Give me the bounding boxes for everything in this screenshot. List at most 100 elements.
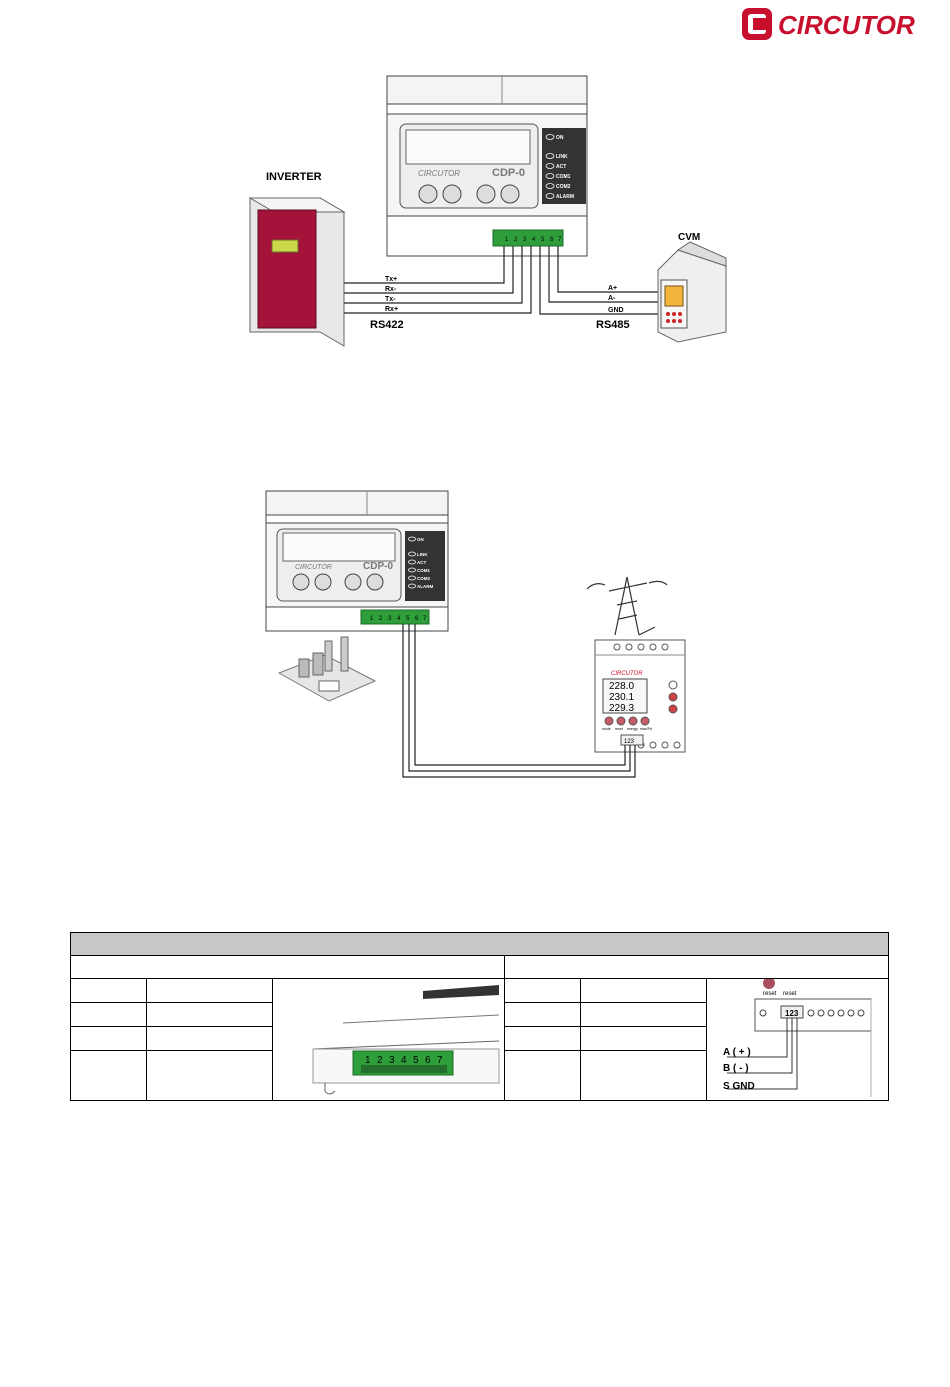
cdp0-device-2: CIRCUTOR CDP-0 ON LINK ACT COM1 COM2 ALA…: [265, 490, 449, 632]
meter-reading-2: 230.1: [609, 692, 634, 703]
led-com1: COM1: [545, 173, 571, 180]
led2-alarm: ALARM: [408, 583, 433, 589]
signal-rx-minus: Rx-: [385, 286, 397, 293]
svg-text:ALARM: ALARM: [417, 584, 433, 589]
table-row: 1 2 3 4 5 6 7 reset reset: [70, 977, 889, 1101]
led-link: LINK: [545, 153, 568, 160]
svg-text:7: 7: [423, 616, 427, 622]
svg-text:123: 123: [785, 1009, 799, 1018]
cdp0-label: CDP-0: [492, 167, 525, 179]
energy-meter: CIRCUTOR 228.0 230.1 229.3 mode reset en…: [594, 639, 686, 753]
table-subheader-row: [70, 955, 889, 979]
signal-a-plus: A+: [608, 285, 617, 292]
meter-terminals: 123: [624, 739, 635, 745]
led2-act: ACT: [408, 559, 426, 565]
table-row: [70, 1001, 889, 1027]
svg-text:energy: energy: [627, 727, 638, 731]
svg-text:2: 2: [514, 237, 518, 243]
cdp0-device: CIRCUTOR CDP-0 ON LINK ACT COM1 COM2 ALA: [386, 75, 588, 257]
signal-tx-minus: Tx-: [385, 296, 396, 303]
svg-text:COM2: COM2: [556, 184, 571, 190]
meter-reading-3: 229.3: [609, 703, 634, 714]
meter-brand: CIRCUTOR: [611, 671, 643, 677]
svg-text:5: 5: [406, 616, 410, 622]
table-cell: [70, 1049, 147, 1102]
table-cell: [504, 978, 581, 1003]
rs485-wires: [539, 246, 658, 315]
table-cell: [580, 1025, 707, 1051]
svg-text:7: 7: [558, 237, 562, 243]
svg-text:6: 6: [415, 616, 419, 622]
table-cell: [70, 1025, 147, 1051]
meter-terminal-illustration: reset reset 123 A: [723, 977, 872, 1097]
led-on: ON: [545, 134, 564, 141]
svg-text:3: 3: [389, 1055, 395, 1066]
meter-wires: [402, 624, 636, 778]
table-row: [70, 1049, 889, 1102]
cdp0-2-terminal-block: 1 2 3 4 5 6 7: [360, 609, 430, 625]
signal-rx-plus: Rx+: [385, 306, 398, 313]
led-alarm: ALARM: [545, 193, 574, 200]
svg-text:4: 4: [397, 616, 401, 622]
svg-text:ON: ON: [556, 135, 564, 141]
svg-text:1: 1: [505, 237, 509, 243]
led-act: ACT: [545, 163, 566, 170]
connector-image: 1 2 3 4 5 6 7: [272, 978, 505, 1101]
svg-text:3: 3: [388, 616, 392, 622]
meter-terminal-image: reset reset 123 A: [706, 977, 889, 1101]
inverter-label: INVERTER: [266, 171, 322, 183]
rs422-wires: [344, 246, 532, 314]
table-cell: [580, 1049, 707, 1102]
svg-text:ACT: ACT: [556, 164, 566, 170]
cdp0-brand: CIRCUTOR: [418, 169, 460, 178]
table-cell: [70, 1001, 147, 1027]
svg-text:COM2: COM2: [417, 576, 430, 581]
svg-text:max/Pd: max/Pd: [640, 727, 652, 731]
signal-gnd: GND: [608, 307, 624, 314]
table-cell: [504, 1001, 581, 1027]
svg-text:reset: reset: [783, 991, 797, 997]
svg-text:LINK: LINK: [417, 552, 428, 557]
power-tower-icon: [586, 576, 668, 636]
svg-text:5: 5: [541, 237, 545, 243]
meter-reading-1: 228.0: [609, 681, 634, 692]
svg-text:2: 2: [377, 1055, 383, 1066]
table-cell: [146, 1001, 273, 1027]
cvm-device: [657, 241, 727, 343]
table-cell: [504, 1025, 581, 1051]
cvm-label: CVM: [678, 232, 700, 243]
circutor-logo-icon: [742, 8, 772, 40]
inverter-device: [248, 197, 346, 347]
svg-text:1: 1: [365, 1055, 371, 1066]
cdp0-2-brand: CIRCUTOR: [295, 564, 332, 571]
rs422-rs485-wiring-diagram: CIRCUTOR CDP-0 ON LINK ACT COM1 COM2 ALA: [240, 70, 730, 360]
svg-text:reset: reset: [763, 991, 777, 997]
table-cell: [580, 1001, 707, 1027]
cdp0-terminal-block: 1 2 3 4 5 6 7: [492, 229, 564, 247]
meter-wiring-diagram: CIRCUTOR CDP-0 ON LINK ACT COM1 COM2 ALA…: [265, 485, 695, 785]
svg-text:ACT: ACT: [417, 560, 426, 565]
svg-text:LINK: LINK: [556, 154, 568, 160]
table-row: [70, 1025, 889, 1051]
svg-text:COM1: COM1: [417, 568, 430, 573]
connector-terminal-block-illustration: 1 2 3 4 5 6 7: [312, 985, 500, 1095]
meter-buttons: mode reset energy max/Pd: [602, 716, 652, 731]
svg-text:mode: mode: [602, 727, 611, 731]
cdp0-buttons: [418, 184, 520, 204]
svg-text:4: 4: [532, 237, 536, 243]
circutor-logo: CIRCUTOR: [740, 6, 930, 42]
led-com2: COM2: [545, 183, 571, 190]
table-cell: [146, 978, 273, 1003]
cdp0-2-label: CDP-0: [363, 561, 393, 572]
svg-text:1: 1: [370, 616, 374, 622]
svg-text:ALARM: ALARM: [556, 194, 574, 200]
table-cell: [146, 1049, 273, 1102]
svg-text:4: 4: [401, 1055, 407, 1066]
led2-com2: COM2: [408, 575, 430, 581]
table-header-row: [70, 932, 889, 956]
signal-tx-plus: Tx+: [385, 276, 397, 283]
pin-gnd: S GND: [723, 1081, 755, 1092]
table-cell: [504, 1049, 581, 1102]
svg-text:2: 2: [379, 616, 383, 622]
svg-text:6: 6: [425, 1055, 431, 1066]
